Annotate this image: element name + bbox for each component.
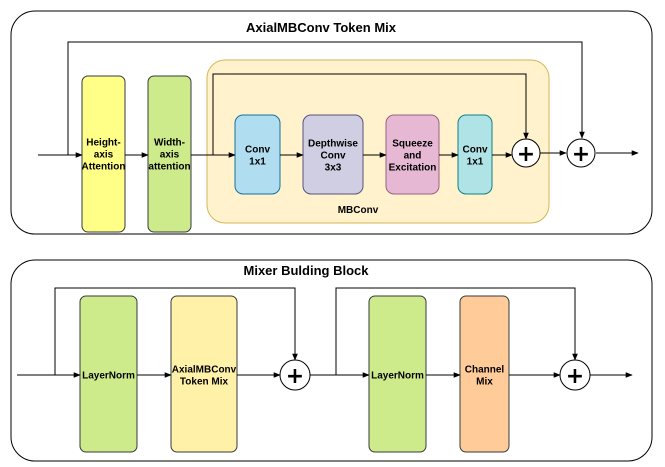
inner-skip-connection-mbconv xyxy=(212,73,529,155)
plus-circle-icon: + xyxy=(279,359,311,391)
plus-circle-icon: + xyxy=(559,359,591,391)
plus-circle-icon: + xyxy=(511,138,541,168)
mbconv-label: MBConv xyxy=(338,205,379,216)
svg-text:+: + xyxy=(517,142,535,167)
top-section-title: AxialMBConv Token Mix xyxy=(246,20,397,35)
layernorm-2-label: LayerNorm xyxy=(371,371,424,382)
outer-skip-connection-top xyxy=(67,41,585,155)
skip-connection-token-mix xyxy=(54,287,298,375)
svg-text:+: + xyxy=(566,364,584,389)
layernorm-1-label: LayerNorm xyxy=(82,371,135,382)
axialmbconv-token-mix-section: AxialMBConv Token Mix MBConv Height-axis… xyxy=(10,10,653,235)
mixer-building-block-section: Mixer Bulding Block LayerNorm AxialMBCon… xyxy=(10,259,653,462)
skip-connection-channel-mix xyxy=(335,287,578,375)
bottom-section-title: Mixer Bulding Block xyxy=(244,263,370,278)
plus-circle-icon: + xyxy=(566,138,596,168)
svg-text:+: + xyxy=(572,142,590,167)
svg-text:+: + xyxy=(286,364,304,389)
